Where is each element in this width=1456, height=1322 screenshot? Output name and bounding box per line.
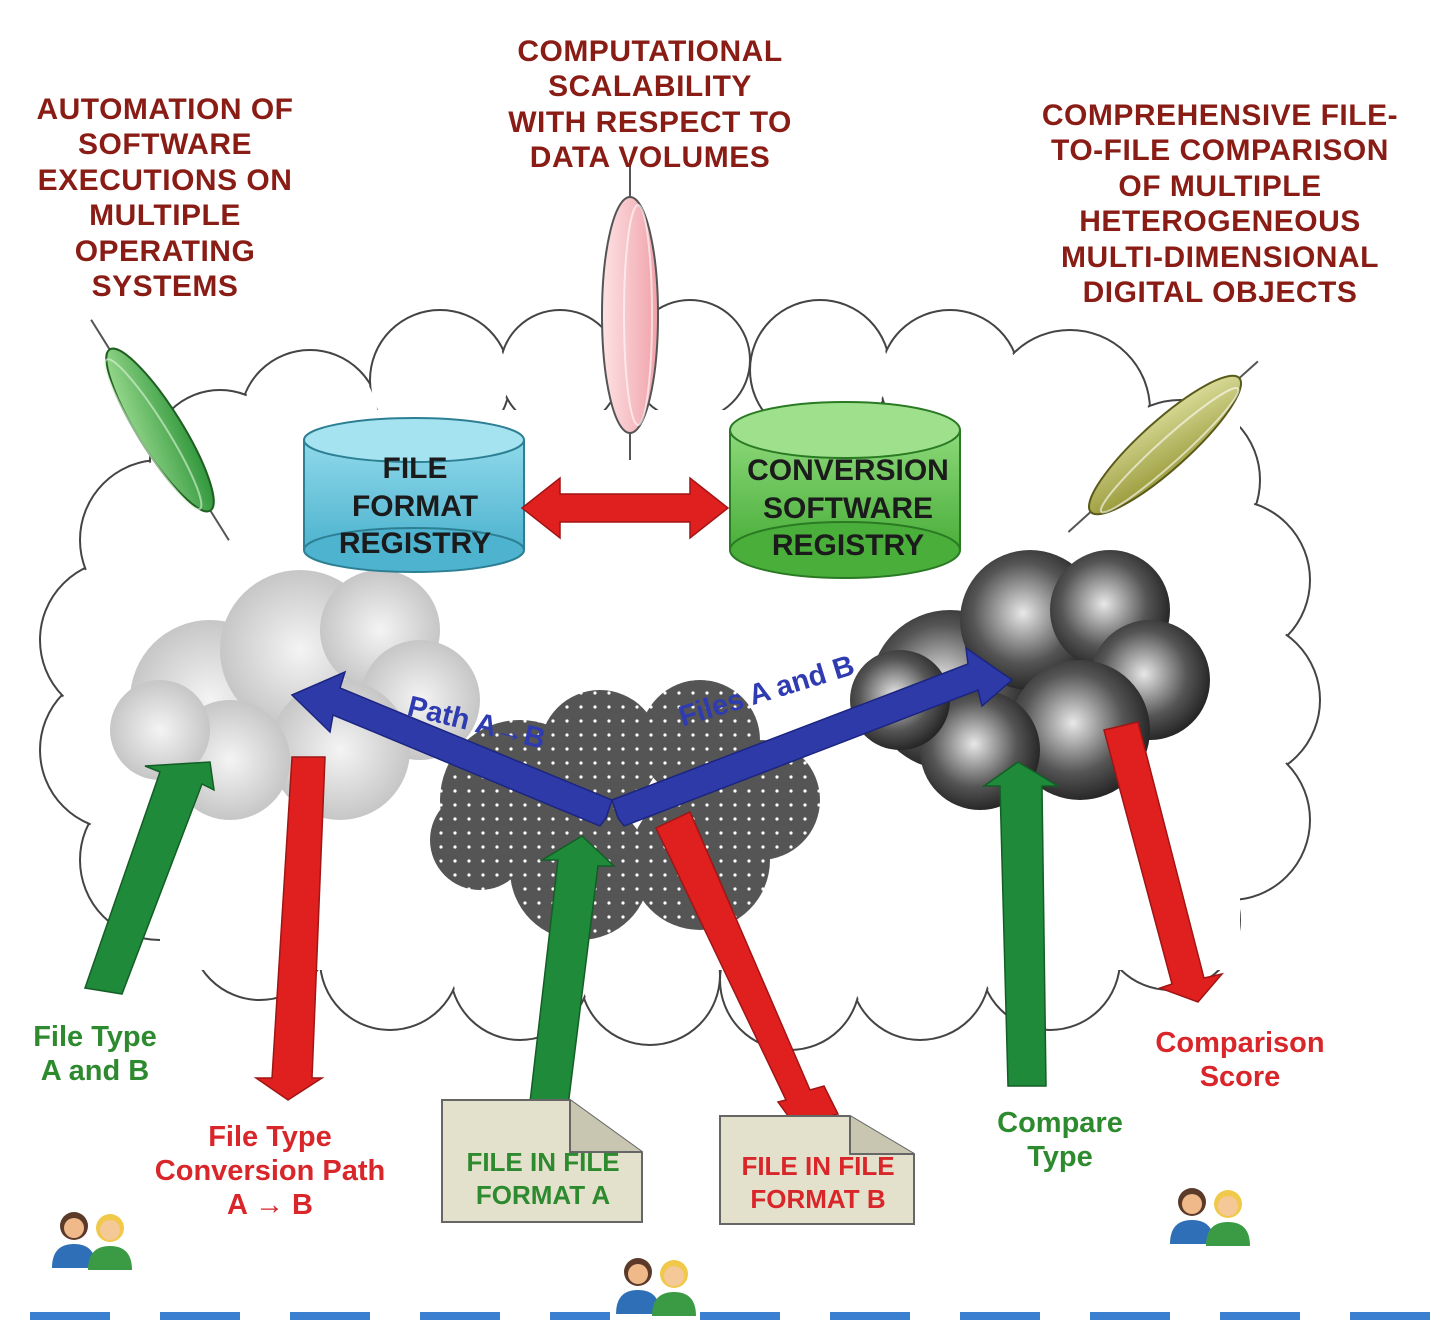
automation-lens [90, 319, 230, 541]
bottom-divider [420, 1312, 500, 1320]
comparison-lens [1067, 360, 1259, 533]
comparison-label: COMPREHENSIVE FILE- TO-FILE COMPARISON O… [1041, 99, 1399, 309]
users-icon [616, 1258, 696, 1316]
scalability-label: COMPUTATIONAL SCALABILITY WITH RESPECT T… [508, 35, 792, 175]
bottom-divider [960, 1312, 1040, 1320]
registry-link-arrow [520, 476, 730, 540]
scalability-lens [601, 160, 659, 460]
conversion-path-label: File Type Conversion Path A → B [154, 1121, 386, 1222]
compare-type-arrow [981, 761, 1061, 1087]
format-b-document-label: FILE IN FILE FORMAT B [741, 1151, 895, 1214]
bottom-divider [700, 1312, 780, 1320]
file-format-a-arrow [529, 835, 616, 1107]
file-format-b-document [719, 1115, 915, 1225]
comparison-score-label: Comparison Score [1155, 1027, 1325, 1094]
bottom-divider [1220, 1312, 1300, 1320]
file-format-b-arrow [654, 810, 840, 1125]
file-format-a-document [441, 1099, 643, 1223]
bottom-divider [550, 1312, 610, 1320]
bottom-divider [830, 1312, 910, 1320]
path-arrow [290, 670, 613, 827]
users-icon [1170, 1188, 1250, 1246]
file-format-registry-label: FILE FORMAT REGISTRY [338, 452, 492, 560]
bottom-divider [30, 1312, 110, 1320]
data-cloud [430, 680, 820, 940]
bottom-divider [1090, 1312, 1170, 1320]
conversion-software-registry-label: CONVERSION SOFTWARE REGISTRY [747, 454, 949, 562]
comparison-score-arrow [1103, 721, 1225, 1003]
compare-type-label: Compare Type [997, 1107, 1123, 1174]
format-a-document-label: FILE IN FILE FORMAT A [466, 1147, 620, 1210]
conversion-software-registry-cylinder [729, 401, 961, 579]
conversion-path-arrow [253, 756, 326, 1101]
bottom-divider [160, 1312, 240, 1320]
bottom-divider [1350, 1312, 1430, 1320]
bottom-divider [290, 1312, 370, 1320]
file-type-ab-arrow [83, 761, 215, 995]
files-arrow [611, 646, 1014, 827]
users-icon [52, 1212, 132, 1270]
automation-label: AUTOMATION OF SOFTWARE EXECUTIONS ON MUL… [36, 93, 294, 303]
file-format-registry-cylinder [303, 417, 525, 573]
file-type-ab-label: File Type A and B [33, 1021, 157, 1088]
